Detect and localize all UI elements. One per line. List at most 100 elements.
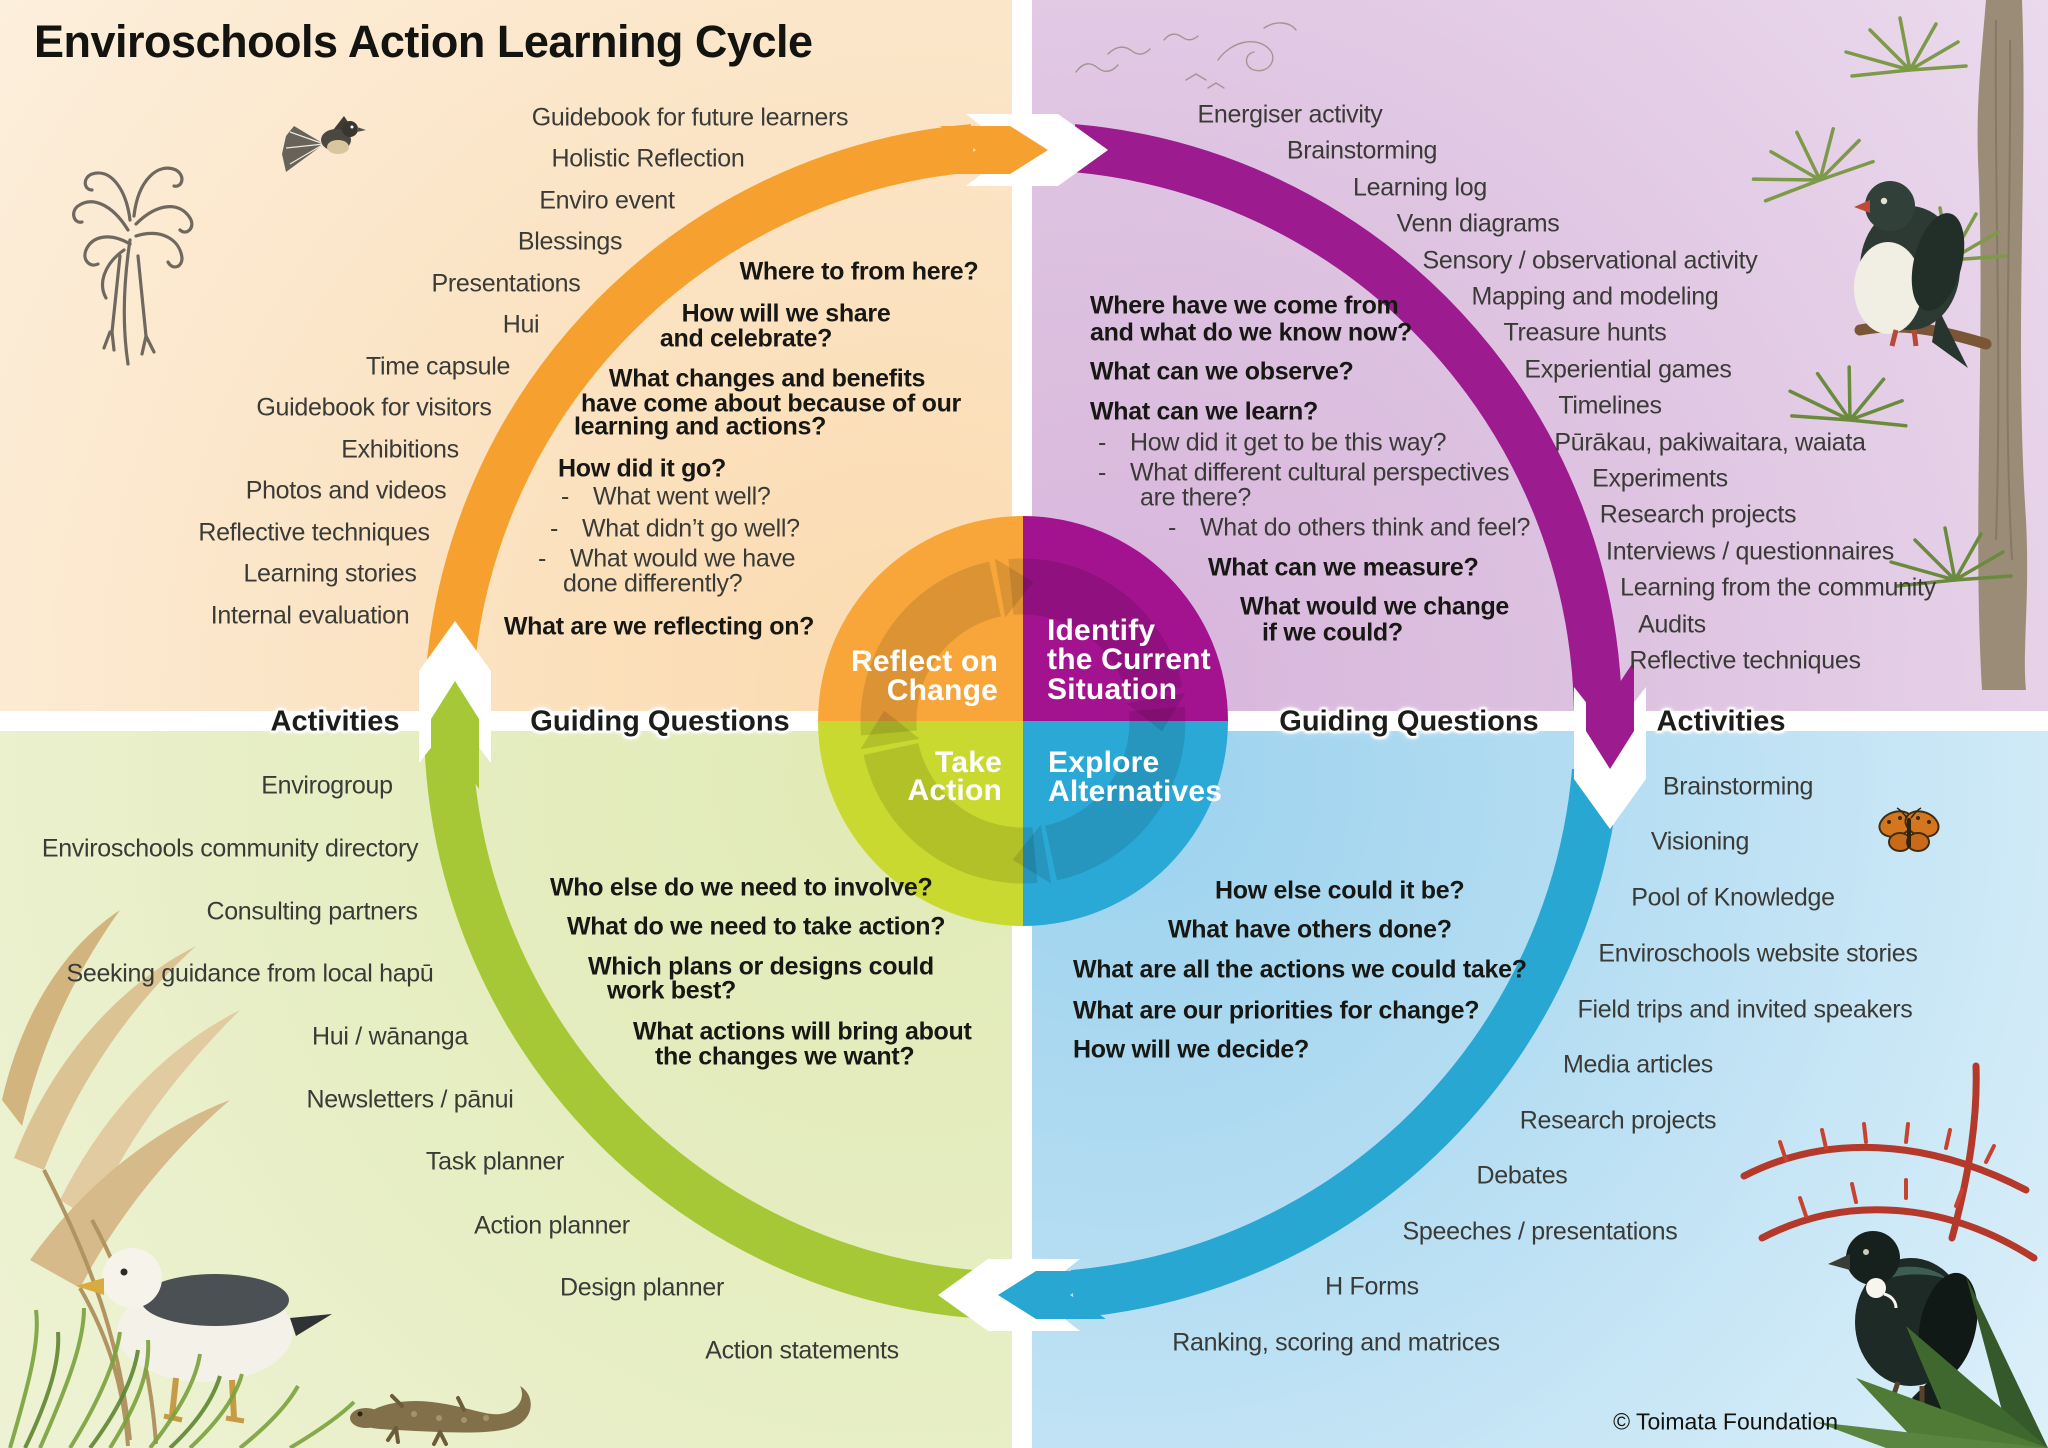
arrow-explore-to-take-action-icon	[998, 1271, 1106, 1319]
reflect-question-line: What went well?	[561, 483, 771, 512]
identify-activity: Research projects	[1599, 500, 1797, 529]
take-action-question-line: What actions will bring about	[633, 1017, 972, 1046]
identify-question-line: if we could?	[1262, 618, 1403, 647]
poster-title: Enviroschools Action Learning Cycle	[34, 16, 813, 67]
reflect-question-line: How will we share	[681, 299, 891, 328]
reflect-activity: Presentations	[431, 269, 581, 298]
bird-flock-sketch	[1075, 22, 1297, 89]
band-label-guiding-right: Guiding Questions	[1279, 705, 1539, 738]
hub-take-action-wedge	[818, 721, 1023, 926]
hub-explore-wedge	[1023, 721, 1228, 926]
identify-question-line: What do others think and feel?	[1168, 514, 1530, 543]
hub-swirl-explore-head-icon	[1012, 824, 1052, 884]
hub-explore-label-line: Alternatives	[1048, 775, 1223, 808]
explore-activity: Media articles	[1562, 1050, 1714, 1079]
reflect-question-line: What changes and benefits	[608, 364, 926, 393]
take-action-activity: Enviroschools community directory	[41, 834, 419, 863]
take-action-activity: Action statements	[705, 1336, 899, 1365]
hub-explore-label-line: Explore	[1048, 746, 1160, 779]
band-label-activities-left: Activities	[270, 705, 400, 738]
fantail-bird	[282, 116, 366, 172]
reflect-question-line: What would we have	[538, 545, 796, 574]
explore-activity: Brainstorming	[1662, 772, 1814, 801]
identify-question-line: What would we change	[1240, 592, 1510, 621]
hub-cycle-arrows	[860, 558, 1186, 884]
hub-reflect-wedge	[818, 516, 1023, 721]
reflect-question-line: learning and actions?	[573, 412, 827, 441]
reflect-activity: Time capsule	[365, 352, 511, 381]
hub-swirl-reflect-icon	[860, 561, 1002, 736]
identify-activity: Audits	[1638, 610, 1706, 639]
identify-question-line: and what do we know now?	[1090, 318, 1412, 347]
identify-activity: Venn diagrams	[1396, 209, 1560, 238]
reflect-activity: Enviro event	[539, 186, 675, 215]
identify-activity: Timelines	[1558, 391, 1662, 420]
quadrant-identify-bg	[1023, 0, 2048, 721]
identify-question-line: Where have we come from	[1090, 291, 1399, 320]
take-action-question-line: Which plans or designs could	[588, 952, 934, 981]
identify-activity: Learning from the community	[1620, 573, 1936, 602]
explore-activity: Debates	[1476, 1161, 1568, 1190]
explore-activity: Pool of Knowledge	[1631, 883, 1835, 912]
take-action-question-line: work best?	[607, 976, 736, 1005]
hub-swirl-take-action-head-icon	[860, 710, 920, 750]
explore-question-line: How will we decide?	[1073, 1035, 1310, 1064]
hub-swirl-explore-icon	[1044, 706, 1186, 881]
take-action-question-line: What do we need to take action?	[567, 912, 946, 941]
take-action-question-line: Who else do we need to involve?	[550, 873, 933, 902]
hub-reflect-label-line: Reflect on	[850, 645, 998, 678]
reflect-question-line: What are we reflecting on?	[503, 612, 815, 641]
identify-question-line: What can we learn?	[1090, 397, 1318, 426]
identify-question-line: How did it get to be this way?	[1098, 429, 1446, 458]
identify-arc	[1070, 124, 1622, 712]
reflect-arc	[424, 124, 976, 712]
hub-identify-label-line: Situation	[1047, 673, 1178, 706]
identify-activity: Experiential games	[1524, 355, 1732, 384]
arrow-reflect-to-identify-icon	[940, 126, 1048, 174]
reflect-activity: Exhibitions	[341, 435, 459, 464]
explore-question-line: What are all the actions we could take?	[1073, 955, 1527, 984]
identify-activity: Brainstorming	[1286, 136, 1438, 165]
quadrant-reflect-bg	[0, 0, 1023, 721]
take-action-activity: Design planner	[560, 1273, 724, 1302]
reflect-activity: Photos and videos	[245, 476, 447, 505]
hub-identify-wedge	[1023, 516, 1228, 721]
gecko	[350, 1386, 531, 1446]
reflect-question-line: done differently?	[563, 569, 743, 598]
hub-take-action-label-line: Take	[935, 746, 1002, 779]
explore-activity: Research projects	[1519, 1106, 1717, 1135]
identify-activity: Mapping and modeling	[1471, 282, 1719, 311]
reflect-question-line: How did it go?	[558, 454, 726, 483]
hub-swirl-identify-head-icon	[1126, 692, 1186, 732]
reflect-activity: Reflective techniques	[198, 518, 430, 547]
take-action-activity: Seeking guidance from local hapū	[66, 959, 434, 988]
identify-activity: Learning log	[1352, 173, 1488, 202]
take-action-arc	[424, 730, 976, 1318]
identify-question-line: What can we measure?	[1208, 553, 1479, 582]
take-action-activity: Task planner	[425, 1147, 565, 1176]
reflect-question-line: have come about because of our	[581, 389, 961, 418]
copyright-credit: © Toimata Foundation	[1613, 1408, 1838, 1435]
explore-activity: Speeches / presentations	[1402, 1217, 1678, 1246]
hub-identify-label-line: Identify	[1047, 614, 1156, 647]
arrow-identify-to-explore-icon	[1586, 661, 1634, 769]
explore-activity: Field trips and invited speakers	[1577, 995, 1913, 1024]
reflect-activity: Internal evaluation	[210, 601, 410, 630]
hub-swirl-take-action-icon	[863, 742, 1038, 884]
band-label-activities-right: Activities	[1656, 705, 1786, 738]
take-action-activity: Hui / wānanga	[312, 1022, 468, 1051]
reflect-activity: Blessings	[517, 227, 623, 256]
reflect-activity: Hui	[502, 310, 540, 339]
take-action-question-line: the changes we want?	[655, 1042, 915, 1071]
reflect-activity: Learning stories	[243, 559, 417, 588]
reflect-question-line: Where to from here?	[739, 257, 979, 286]
hub-swirl-reflect-head-icon	[994, 558, 1034, 618]
tui-on-flax	[1740, 1062, 2048, 1448]
identify-question-line: What can we observe?	[1090, 357, 1354, 386]
take-action-activity: Consulting partners	[206, 897, 418, 926]
explore-question-line: What are our priorities for change?	[1073, 996, 1480, 1025]
hub-take-action-label-line: Action	[907, 774, 1002, 807]
identify-activity: Energiser activity	[1197, 100, 1383, 129]
